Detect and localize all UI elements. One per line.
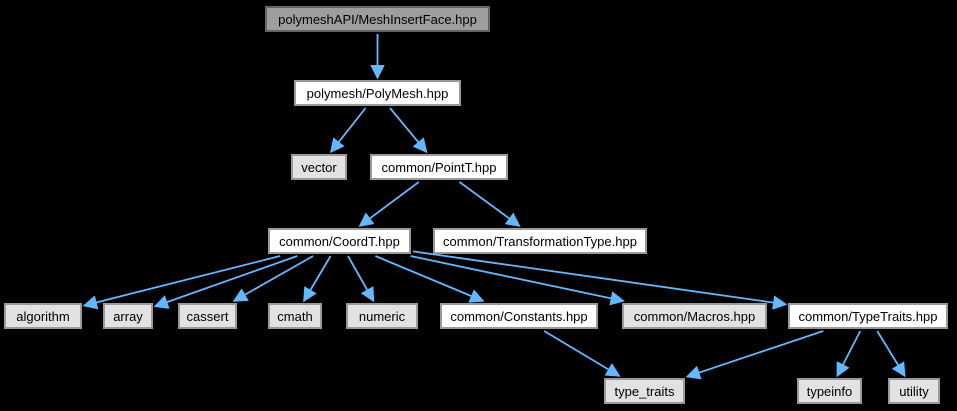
node-typetraits[interactable]: common/TypeTraits.hpp — [788, 303, 948, 329]
node-label: polymesh/PolyMesh.hpp — [306, 85, 449, 101]
node-polymesh[interactable]: polymesh/PolyMesh.hpp — [294, 80, 461, 106]
node-label: common/TypeTraits.hpp — [798, 308, 938, 324]
node-meshinsertface: polymeshAPI/MeshInsertFace.hpp — [265, 6, 490, 32]
node-label: utility — [899, 383, 929, 399]
node-cmath: cmath — [268, 303, 322, 329]
node-label: algorithm — [16, 308, 70, 324]
edge-typetraits-type_traits — [685, 330, 824, 380]
node-label: numeric — [358, 308, 406, 324]
edge-coordt-array — [153, 255, 298, 309]
edge-coordt-typetraits — [412, 250, 788, 310]
edge-coordt-cassert — [232, 255, 314, 302]
node-label: cmath — [277, 308, 313, 324]
node-label: polymeshAPI/MeshInsertFace.hpp — [278, 11, 477, 27]
edge-coordt-constants — [375, 255, 485, 303]
node-coordt[interactable]: common/CoordT.hpp — [268, 228, 411, 254]
node-label: typeinfo — [806, 383, 853, 399]
node-label: common/TransformationType.hpp — [443, 233, 637, 249]
node-cassert: cassert — [178, 303, 237, 329]
edge-pointt-transformationtype — [458, 181, 521, 227]
edge-coordt-numeric — [347, 255, 375, 303]
edge-constants-type_traits — [543, 330, 621, 377]
node-label: type_traits — [614, 383, 675, 399]
node-label: common/Macros.hpp — [633, 308, 756, 324]
node-label: cassert — [186, 308, 229, 324]
edge-coordt-algorithm — [82, 255, 281, 310]
node-label: common/Constants.hpp — [450, 308, 588, 324]
edge-polymesh-pointt — [389, 107, 428, 154]
node-label: common/CoordT.hpp — [279, 233, 400, 249]
edge-typetraits-typeinfo — [836, 330, 862, 378]
node-label: array — [113, 308, 143, 324]
node-array: array — [103, 303, 153, 329]
edge-polymesh-vector — [330, 107, 367, 154]
node-constants[interactable]: common/Constants.hpp — [440, 303, 598, 329]
node-pointt[interactable]: common/PointT.hpp — [370, 154, 508, 180]
node-label: common/PointT.hpp — [381, 159, 497, 175]
edge-coordt-macros — [410, 255, 625, 306]
node-numeric: numeric — [346, 303, 418, 329]
node-label: vector — [301, 159, 337, 175]
edge-typetraits-utility — [876, 330, 906, 378]
node-vector: vector — [291, 154, 347, 180]
node-transformationtype[interactable]: common/TransformationType.hpp — [433, 228, 647, 254]
edge-coordt-cmath — [303, 255, 332, 303]
node-utility: utility — [888, 378, 940, 404]
node-typeinfo: typeinfo — [797, 378, 862, 404]
node-macros: common/Macros.hpp — [622, 303, 767, 329]
node-type_traits: type_traits — [604, 378, 685, 404]
edge-pointt-coordt — [358, 181, 420, 227]
node-algorithm: algorithm — [4, 303, 82, 329]
